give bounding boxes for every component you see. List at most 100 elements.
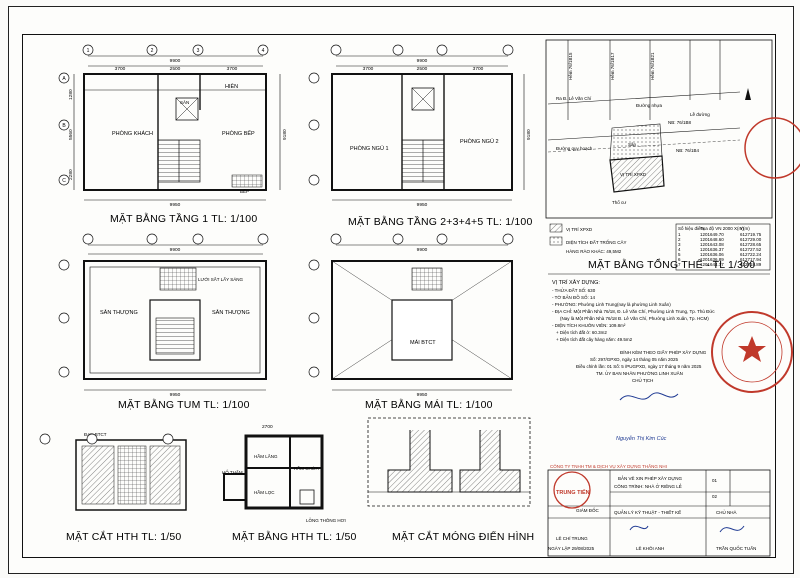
chair-signature <box>619 392 679 401</box>
hth-filter: HẦM LỌC <box>254 489 275 495</box>
person-2: LÊ KHÔI ANH <box>636 544 664 551</box>
permit-line-1: Số: 297/GPXD, ngày 14 tháng 05 năm 2025 <box>590 357 679 362</box>
coords-cell: 3 <box>678 242 681 247</box>
axis-4: 4 <box>262 48 265 54</box>
director-label: GIÁM ĐỐC <box>576 507 600 513</box>
tum-terrace-left: SÂN THƯỢNG <box>100 309 138 316</box>
planned-road-label: Đường quy hoạch <box>556 146 593 151</box>
floor2-plan: 9900 3700 2500 3700 PHÒNG NGỦ 1 PHÒNG NG… <box>308 44 533 228</box>
role-owner: CHỦ NHÀ <box>716 509 737 515</box>
floor2-dim-right: 9180 <box>526 129 532 140</box>
floor2-dim-total: 9900 <box>417 58 428 64</box>
company-name: CÔNG TY TNHH TM & DỊCH VỤ XÂY DỰNG THẮNG… <box>550 462 667 469</box>
info-block: VỊ TRÍ XÂY DỰNG: - THỬA ĐẤT SỐ: 630 - TỜ… <box>548 273 770 442</box>
asphalt-label: Đường nhựa <box>636 103 662 108</box>
hth-settling: HẦM LẮNG <box>254 452 278 459</box>
axis-c: C <box>62 178 66 184</box>
room-bed1: PHÒNG NGỦ 1 <box>350 145 389 152</box>
site-legend: VỊ TRÍ XPXD DIỆN TÍCH ĐẤT TRỐNG CÂY HÀNG… <box>549 223 755 271</box>
coords-cell: 612718.89 <box>740 262 762 267</box>
section-hth: ĐAN BTCT MẶT CẮT HTH TL: 1/50 <box>39 432 187 543</box>
coords-cell: 6 <box>678 257 681 262</box>
plan-hth-title: MẶT BẰNG HTH TL: 1/50 <box>232 530 357 543</box>
hth-storage: HẦM CHỨA <box>294 465 319 471</box>
signer-name: Nguyễn Thị Kim Cúc <box>616 435 667 442</box>
floor1-dim-c: 3700 <box>227 66 238 72</box>
floor1-dim-left-b: 5560 <box>68 129 74 140</box>
coords-cell: 1201644.77 <box>700 262 724 267</box>
floor1-dim-bottom: 9950 <box>170 202 181 208</box>
street-1: Hẻm 76/1B15 <box>568 52 573 80</box>
ward-seal-stamp <box>711 311 793 393</box>
nb-1b4-label: NB: 76/1B4 <box>676 148 700 153</box>
coords-h1: Số hiệu điểm <box>678 225 705 231</box>
legend-item-1: VỊ TRÍ XPXD <box>566 226 593 232</box>
room-kitchen: PHÒNG BẾP <box>222 130 255 137</box>
roof-label: MÁI BTCT <box>410 339 436 346</box>
room-porch: HIÊN <box>225 82 238 90</box>
title-block: CÔNG TY TNHH TM & DỊCH VỤ XÂY DỰNG THẮNG… <box>547 462 771 557</box>
coords-h3: Y(m) <box>740 226 750 231</box>
corner-stamp <box>744 117 800 179</box>
permit-line-4: CHỦ TỊCH <box>632 377 653 383</box>
coords-cell: 612727.52 <box>740 247 762 252</box>
floor2-dim-c: 3700 <box>473 66 484 72</box>
person-1: LÊ CHÍ TRUNG <box>556 534 588 541</box>
info-line-7: + Diện tích đất ở: 60.3m2 <box>556 329 607 335</box>
legend-dots-swatch <box>549 236 563 246</box>
axis-2: 2 <box>151 48 154 54</box>
tum-dim-bottom: 9950 <box>170 392 181 398</box>
permit-line-2: Điều chỉnh lần: 01 Số: 5 /PUGPXD, ngày 1… <box>576 363 702 369</box>
nb-1b8-label: NB: 76/1B8 <box>668 120 692 125</box>
company-stamp: CÔNG TY TNHH TM & DỊCH VỤ XÂY DỰNG THẮNG… <box>550 462 667 513</box>
floor2-title: MẶT BẰNG TẦNG 2+3+4+5 TL: 1/100 <box>348 215 533 228</box>
coords-h2: Tọa độ VN 2000 X(m) <box>700 226 744 231</box>
person-3: TRẦN QUỐC TUẤN <box>716 545 756 551</box>
axis-b: B <box>62 123 66 129</box>
floor2-dim-bottom: 9950 <box>417 202 428 208</box>
floor1-dim-left-a: 1280 <box>68 89 74 100</box>
curb-label: Lề đường <box>690 112 710 117</box>
room-yard: SÂN <box>180 99 189 105</box>
axis-a: A <box>62 76 66 82</box>
coords-cell: 1201649.70 <box>700 232 724 237</box>
info-line-4: - ĐỊA CHỈ: Một Phần Nhà 76/18, Đ. Lê Văn… <box>552 308 715 314</box>
floor1-dim-total: 9900 <box>170 58 181 64</box>
info-line-6: - DIỆN TÍCH KHUÔN VIÊN: 109.8m² <box>552 321 626 328</box>
date-label: NGÀY LẬP 29/08/2025 <box>548 545 595 551</box>
floor1-dim-left-c: 2280 <box>68 169 74 180</box>
info-line-5: (Nay là Một Phần Nhà 76/18 Đ. Lê Văn Chí… <box>560 316 709 321</box>
coords-cell: 612722.24 <box>740 252 762 257</box>
lot-label: VỊ TRÍ XPXD <box>620 171 647 177</box>
project-name: CÔNG TRÌNH: NHÀ Ở RIÊNG LẺ <box>614 482 682 489</box>
tum-plan: 9900 LƯỚI SẮT LẤY SÁNG SÂN THƯỢNG SÂN TH… <box>58 233 269 411</box>
yard-label: Sân <box>628 142 637 147</box>
legend-item-3: HÀNG RÀO KHÁC: 49,5M2 <box>566 248 622 254</box>
roof-dim-bottom: 9950 <box>417 392 428 398</box>
coords-cell: 2 <box>678 237 681 242</box>
tum-dim-total: 9900 <box>170 247 181 253</box>
axis-3: 3 <box>197 48 200 54</box>
room-living: PHÒNG KHÁCH <box>112 130 153 137</box>
role-tech: QUẢN LÝ KỸ THUẬT - THIẾT KẾ <box>614 509 681 515</box>
floor2-dim-b: 2500 <box>417 66 428 72</box>
floor1-dim-b: 2500 <box>170 66 181 72</box>
sheet-total: 02 <box>712 494 718 499</box>
coords-cell: 612717.94 <box>740 257 762 262</box>
road-label: Ra Đ. Lê Văn Chí <box>556 96 592 101</box>
floor1-plan: 9900 3700 2500 3700 1 2 3 4 A B C PHÒNG … <box>58 44 288 225</box>
legend-item-2: DIỆN TÍCH ĐẤT TRỐNG CÂY <box>566 238 627 245</box>
room-stove: BẾP <box>240 188 249 194</box>
coords-cell: 612719.75 <box>740 232 762 237</box>
floor1-title: MẶT BẰNG TẦNG 1 TL: 1/100 <box>110 212 257 225</box>
tum-title: MẶT BẰNG TUM TL: 1/100 <box>118 398 250 411</box>
north-label: Thổ cư <box>612 199 626 205</box>
permit-line-3: TM. ỦY BAN NHÂN PHƯỜNG LINH XUÂN <box>596 370 683 376</box>
sheet-no: 01 <box>712 478 718 483</box>
floor2-dim-a: 3700 <box>363 66 374 72</box>
roof-plan: 9900 MÁI BTCT 9950 MẶT BẰNG MÁI TL: 1/10… <box>308 233 514 411</box>
foundation-title: MẶT CẮT MÓNG ĐIỂN HÌNH <box>392 530 534 543</box>
floor1-dim-right: 9180 <box>282 129 288 140</box>
coords-cell: 7 <box>678 262 681 267</box>
